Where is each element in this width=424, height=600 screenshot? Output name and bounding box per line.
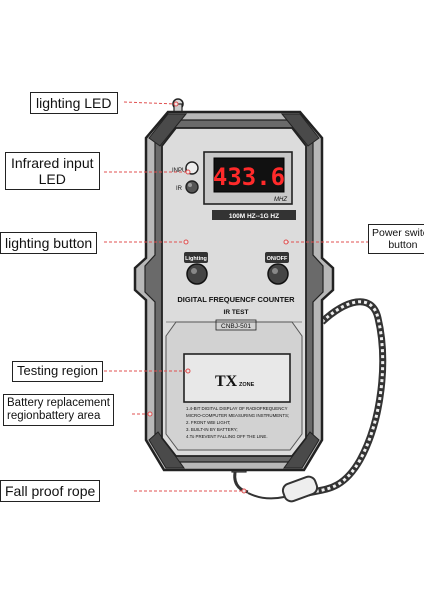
lighting-button[interactable] [186, 263, 208, 285]
lighting-badge [184, 252, 208, 263]
lcd-screen [213, 157, 285, 193]
wrist-strap [247, 298, 387, 503]
callout-testing-region-text: Testing region [17, 363, 98, 378]
range-badge [212, 210, 296, 220]
lighting-button-label: Lighting [185, 256, 207, 262]
testing-zone [183, 353, 291, 403]
device-subtitle: IR TEST [224, 309, 249, 316]
onoff-badge [265, 252, 289, 263]
onoff-button-label: ON/OFF [267, 256, 288, 262]
unit-label: MHZ [274, 197, 287, 203]
leader-dots [147, 101, 289, 494]
feature-list: 1.4-BIT DIGITAL DISPLAY OF RADIOFREQUENC… [186, 406, 289, 439]
feature-line: 4.To PREVENT FALLING OFF THE LINE. [186, 434, 268, 439]
model-number: CNBJ-501 [221, 323, 251, 330]
callout-testing-region: Testing region [12, 361, 103, 382]
callout-battery-line1: Battery replacement [7, 397, 110, 409]
callout-power-switch: Power switch button [368, 224, 424, 255]
ir-sensor [185, 180, 199, 194]
power-button[interactable] [267, 263, 289, 285]
callout-infrared-input-line2: LED [38, 171, 66, 188]
callout-battery-line2: regionbattery area [7, 410, 101, 423]
leader-lines [104, 101, 368, 492]
feature-line: 2. FRONT WBI LIGHT; [186, 420, 230, 425]
frequency-readout: 433.6 [213, 163, 285, 191]
callout-lighting-led: lighting LED [30, 92, 118, 115]
callout-infrared-input: Infrared input LED [5, 152, 100, 191]
zone-main-label: TX [215, 373, 238, 390]
feature-line: 1.4-BIT DIGITAL DISPLAY OF RADIOFREQUENC… [186, 406, 288, 411]
input-label: INPUT [172, 168, 190, 174]
callout-power-switch-line1: Power switch [372, 227, 424, 239]
callout-fall-proof-rope: Fall proof rope [0, 480, 101, 503]
range-label: 100M HZ--1G HZ [229, 213, 279, 220]
feature-line: 3. BUILT-IN BY BATTERY; [186, 427, 238, 432]
callout-lighting-button-text: lighting button [5, 235, 93, 251]
callout-lighting-led-text: lighting LED [36, 95, 112, 111]
callout-power-switch-line2: button [388, 239, 418, 252]
zone-sub-label: ZONE [239, 382, 255, 388]
callout-infrared-input-line1: Infrared input [11, 155, 94, 171]
callout-battery: Battery replacement regionbattery area [3, 394, 114, 427]
ir-label: IR [176, 186, 183, 192]
feature-line: MICRO-COMPUTER MEASURING INSTRUMENTS; [186, 413, 289, 418]
callout-lighting-button: lighting button [0, 232, 98, 255]
device-title: DIGITAL FREQUENCF COUNTER [177, 295, 295, 304]
callout-fall-proof-rope-text: Fall proof rope [5, 483, 96, 499]
